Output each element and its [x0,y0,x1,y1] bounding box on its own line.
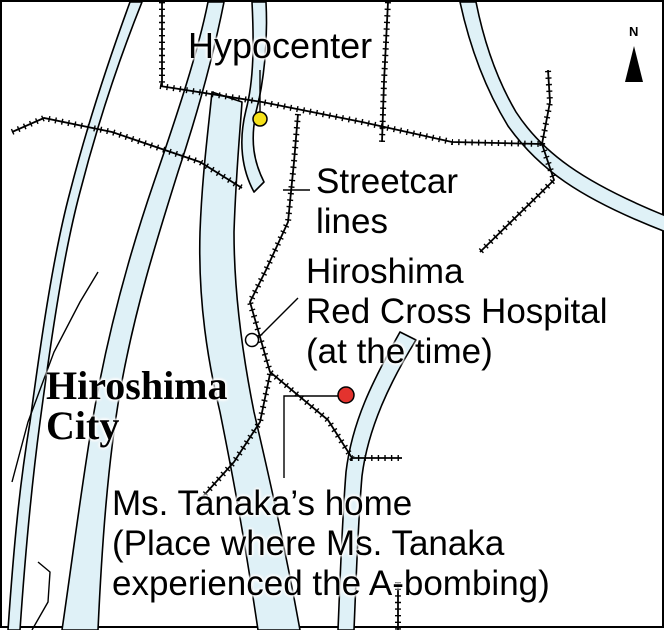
north-arrow-icon [625,46,643,82]
streetcar-line-left [11,117,243,189]
home-label-line2: (Place where Ms. Tanaka [112,524,505,563]
streetcar-label: Streetcar lines [316,162,458,242]
streetcar-label-line2: lines [316,202,388,241]
leader-home [283,395,338,478]
streetcar-line-vertical [249,113,402,459]
hospital-label: Hiroshima Red Cross Hospital (at the tim… [306,252,608,372]
city-label-line2: City [46,403,120,448]
city-label: Hiroshima City [46,366,228,446]
hypocenter-label: Hypocenter [188,25,373,66]
streetcar-label-line1: Streetcar [316,162,458,201]
home-label-line1: Ms. Tanaka’s home [112,484,413,523]
river-right-branch [337,331,417,630]
hypocenter-marker [252,111,268,127]
home-label-line3: experienced the A-bombing) [112,564,550,603]
streetcar-line-left-lower [11,271,99,483]
river-far-left [7,2,143,630]
home-label: Ms. Tanaka’s home (Place where Ms. Tanak… [112,484,550,604]
hospital-label-line2: Red Cross Hospital [306,292,608,331]
hospital-label-line1: Hiroshima [306,252,464,291]
streetcar-line-bottom-left [31,561,51,630]
hospital-label-line3: (at the time) [306,332,493,371]
river-upper-right [459,2,664,233]
city-label-line1: Hiroshima [46,363,228,408]
river-upper-center [241,2,268,193]
river-center [198,91,301,630]
leader-hospital [257,297,299,339]
north-label: N [629,24,639,39]
leader-lines [257,70,338,478]
rivers [7,2,664,630]
streetcar-lines [10,2,558,630]
hospital-marker [244,332,260,348]
home-marker [337,386,355,404]
